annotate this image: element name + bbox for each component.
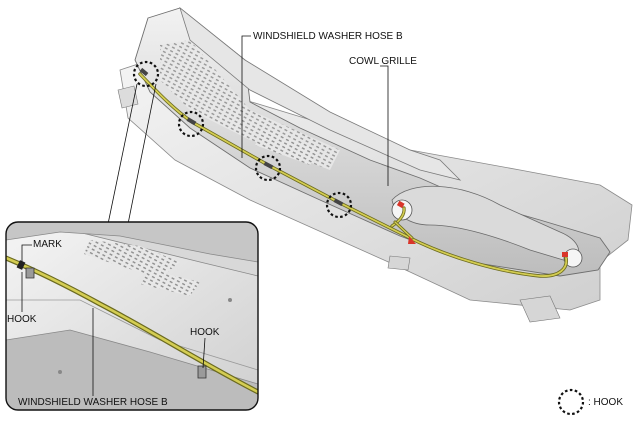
inset-top-part [6,222,258,263]
nozzle-fitting-left [396,200,405,209]
label-hook-right: HOOK [190,327,220,338]
grille-lip [179,6,462,181]
nozzle-fitting-right [562,252,568,257]
label-washer-hose-top: WINDSHIELD WASHER HOSE B [253,31,403,42]
leader-mark [21,244,32,262]
inset-detail [5,221,259,411]
lower-bracket-2 [387,255,411,271]
label-mark: MARK [33,239,62,250]
leader-hose-top [241,35,251,158]
legend-hook-icon [557,388,585,416]
inset-mark-band [16,260,26,270]
inset-vents [84,240,180,278]
washer-hose-main-fill [139,73,568,277]
leader-cowl-grille [380,65,389,186]
clip-1 [139,67,149,77]
clip-4 [333,198,344,207]
nozzle-boss-right [563,248,583,268]
label-hook-left: HOOK [7,314,37,325]
hook-markers [132,60,353,219]
inset-lower-rib [6,329,258,410]
callout-line-b [127,83,157,225]
clip-3 [263,161,274,170]
label-washer-hose-bottom: WINDSHIELD WASHER HOSE B [18,397,168,408]
label-cowl-grille: COWL GRILLE [349,56,417,67]
nozzle-arrow [408,236,416,244]
callout-line-a [107,83,138,225]
hook-circle-3 [254,154,282,182]
grille-vents-2 [255,130,320,165]
leader-hook-right [202,337,206,369]
inset-edge-line [6,299,258,371]
cowl-assembly [117,6,633,323]
lower-bracket [519,295,561,323]
grille-vents [160,40,340,170]
legend-hook-label: : HOOK [588,397,624,408]
inset-vents-2 [140,270,200,296]
inset-hook-right [197,365,207,379]
hook-circle-4 [325,191,353,219]
left-bracket [117,85,139,109]
hook-circle-2 [177,110,205,138]
inset-hook-left [25,267,35,279]
hook-circle-1 [132,60,160,88]
clip-2 [186,117,197,126]
